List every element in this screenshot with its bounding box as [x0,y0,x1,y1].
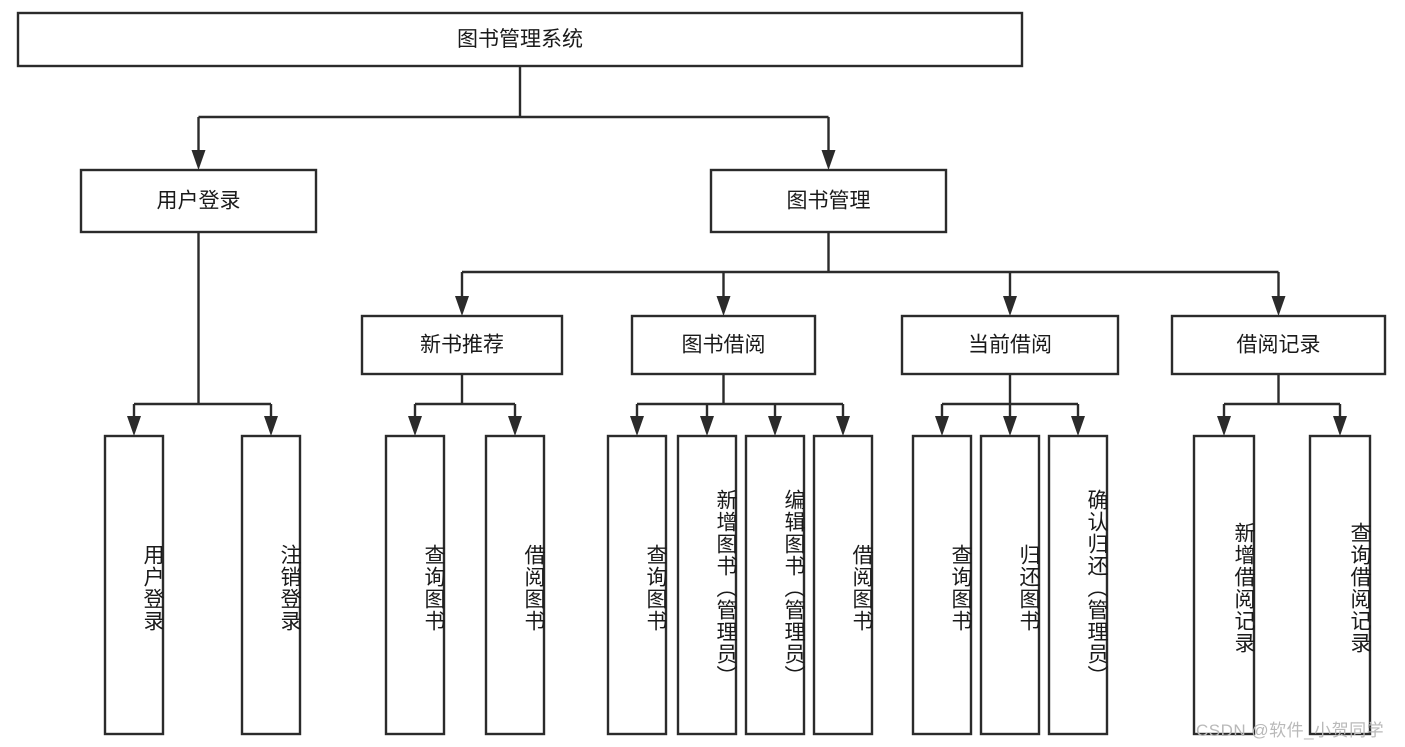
node-box-leaf-user-login[interactable] [103,434,165,736]
arrow-head-icon-book-manage-3 [1271,296,1286,316]
node-box-leaf-query-book-2[interactable] [606,434,668,736]
node-label-book-manage: 图书管理 [787,190,871,213]
arrow-head-icon-leaves-current-borrow-2 [1071,416,1085,436]
node-box-current-borrow[interactable] [900,314,1120,376]
arrow-head-icon-book-manage-0 [455,296,469,316]
arrow-head-icon-leaves-user-login-0 [127,416,141,436]
arrow-head-icon-leaves-new-book-rec-1 [508,416,522,436]
node-box-leaf-query-record[interactable] [1308,434,1372,736]
arrow-head-icon-root-1 [821,150,836,170]
node-label-borrow-record: 借阅记录 [1237,334,1321,357]
node-box-user-login[interactable] [79,168,318,234]
node-label-book-borrow: 图书借阅 [682,334,766,357]
csdn-watermark: CSDN @软件_小贺同学 [1196,721,1385,740]
arrow-head-icon-leaves-user-login-1 [264,416,278,436]
arrow-head-icon-leaves-new-book-rec-0 [408,416,422,436]
node-box-borrow-record[interactable] [1170,314,1387,376]
node-boxes-group [16,11,1387,736]
arrow-head-icon-leaves-borrow-record-0 [1217,416,1231,436]
node-box-leaf-query-book-1[interactable] [384,434,446,736]
connector-lines-group [127,66,1347,436]
arrow-head-icon-root-0 [191,150,206,170]
arrow-head-icon-leaves-current-borrow-1 [1003,416,1017,436]
arrow-head-icon-leaves-current-borrow-0 [935,416,949,436]
node-box-leaf-query-book-3[interactable] [911,434,973,736]
node-box-leaf-add-book[interactable] [676,434,738,736]
node-box-new-book-rec[interactable] [360,314,564,376]
node-label-root: 图书管理系统 [457,28,583,51]
node-box-leaf-edit-book[interactable] [744,434,806,736]
arrow-head-icon-book-manage-1 [716,296,731,316]
arrow-head-icon-leaves-book-borrow-2 [768,416,782,436]
node-label-current-borrow: 当前借阅 [968,334,1052,357]
arrow-head-icon-leaves-book-borrow-3 [836,416,850,436]
arrow-head-icon-book-manage-2 [1003,296,1017,316]
node-box-leaf-return-book[interactable] [979,434,1041,736]
arrow-head-icon-leaves-book-borrow-1 [700,416,714,436]
node-box-leaf-borrow-book-1[interactable] [484,434,546,736]
arrow-head-icon-leaves-borrow-record-1 [1333,416,1347,436]
arrow-head-icon-leaves-book-borrow-0 [630,416,644,436]
node-box-leaf-user-logout[interactable] [240,434,302,736]
node-box-root[interactable] [16,11,1024,68]
node-box-leaf-borrow-book-2[interactable] [812,434,874,736]
node-box-leaf-add-record[interactable] [1192,434,1256,736]
node-label-new-book-rec: 新书推荐 [420,334,504,357]
node-box-book-borrow[interactable] [630,314,817,376]
node-box-leaf-confirm-return[interactable] [1047,434,1109,736]
node-label-user-login: 用户登录 [157,190,241,213]
node-box-book-manage[interactable] [709,168,948,234]
